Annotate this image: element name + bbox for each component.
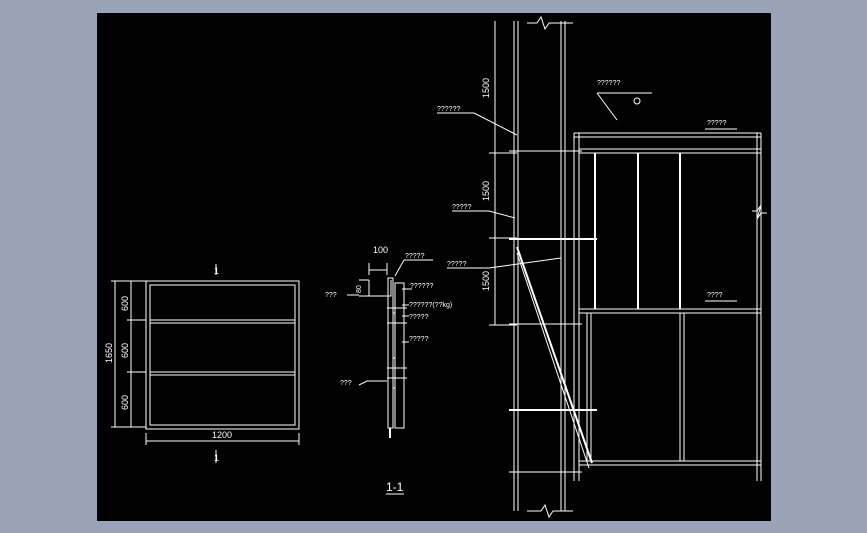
panel-row-2-dim: 600 [120,343,130,358]
cad-drawing: 1 1 1200 1650 600 600 600 100 80 [104,15,767,519]
section-mark-top: 1 [214,266,219,276]
panel-elevation: 1 1 1200 1650 600 600 600 [104,264,300,463]
scaffold-elevation: 1500 1500 1500 [437,15,767,519]
detail-callout-5: ????? [409,336,429,343]
cad-viewport[interactable]: 1 1 1200 1650 600 600 600 100 80 [97,13,771,521]
top-right-note: ?????? [597,80,620,87]
elev-dim-1: 1500 [481,78,491,98]
dim-100: 100 [373,245,388,255]
floor-label-mid: ???? [707,292,723,299]
elev-dim-3: 1500 [481,271,491,291]
elev-dim-2: 1500 [481,181,491,201]
section-detail: 100 80 ????? ?????? ??????(??kg) ????? ?… [325,245,452,495]
detail-callout-2: ?????? [410,283,433,290]
detail-callout-left: ??? [340,380,352,387]
panel-row-1-dim: 600 [120,296,130,311]
anchor-circle-icon [633,97,641,105]
elev-callout-2: ????? [452,204,472,211]
detail-callout-3: ??????(??kg) [409,302,452,309]
detail-callout-1: ????? [405,253,425,260]
panel-width-dim: 1200 [212,430,232,440]
panel-outer-frame [145,280,300,430]
detail-anchor-note: ??? [325,292,337,299]
elev-callout-1: ?????? [437,106,460,113]
panel-row-3-dim: 600 [120,395,130,410]
section-mark-bottom: 1 [214,453,219,463]
floor-label-top: ????? [707,120,727,127]
panel-height-dim: 1650 [104,343,114,363]
elev-callout-3: ????? [447,261,467,268]
dim-80: 80 [356,285,363,293]
panel-inner-frame [149,284,296,426]
section-title: 1-1 [386,480,404,494]
detail-callout-4: ????? [409,314,429,321]
